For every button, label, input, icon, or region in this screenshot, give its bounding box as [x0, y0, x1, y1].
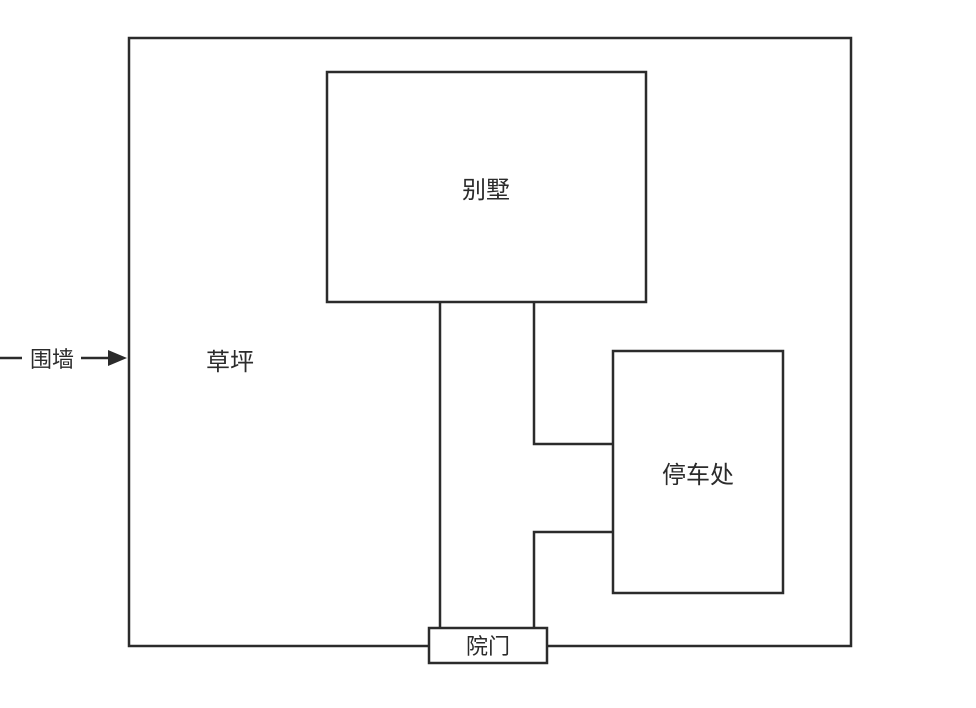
gate-label: 院门	[466, 635, 510, 660]
villa-label: 别墅	[462, 176, 510, 204]
wall-label: 围墙	[30, 348, 74, 373]
arrow-right-icon	[108, 350, 127, 366]
parking-box	[611, 349, 785, 595]
villa-box	[325, 70, 648, 304]
gate-box	[427, 626, 549, 665]
lawn-label: 草坪	[206, 348, 254, 376]
path-right-lower-line	[532, 530, 613, 628]
path-right-upper-line	[532, 302, 613, 446]
parking-label: 停车处	[662, 461, 734, 489]
